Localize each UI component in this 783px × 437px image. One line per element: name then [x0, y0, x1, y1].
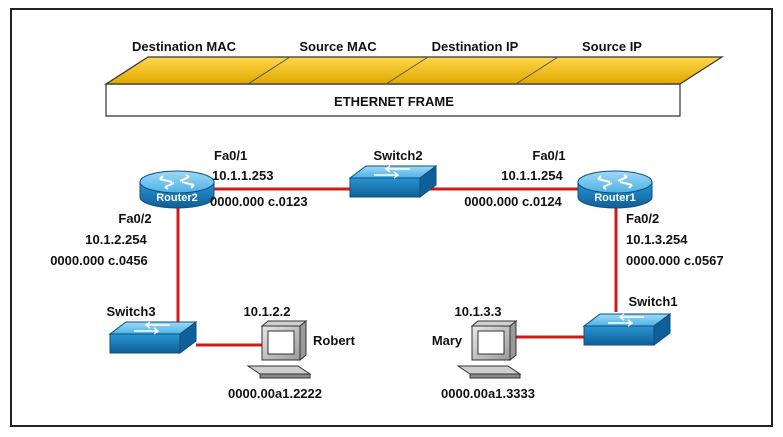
frame-field-source-mac: Source MAC	[299, 39, 377, 54]
router2-fa01-mac: 0000.000 c.0123	[210, 194, 308, 209]
router1[interactable]: Router1	[577, 170, 653, 209]
switch1-label: Switch1	[628, 294, 677, 309]
robert-mac: 0000.00a1.2222	[228, 386, 322, 401]
switch2[interactable]: Switch2	[348, 148, 438, 198]
router-icon	[159, 174, 195, 190]
router1-fa02-ip: 10.1.3.254	[626, 232, 688, 247]
router2-fa02-iface: Fa0/2	[118, 211, 151, 226]
router1-fa02-iface: Fa0/2	[626, 211, 659, 226]
router2-fa01-ip: 10.1.1.253	[212, 168, 273, 183]
robert-ip: 10.1.2.2	[244, 304, 291, 319]
router1-fa01-mac: 0000.000 c.0124	[464, 194, 562, 209]
router2-label: Router2	[156, 192, 198, 204]
host-mary[interactable]: 10.1.3.3 Mary 0000.00a1.3333	[432, 304, 535, 401]
router2-fa02-mac: 0000.000 c.0456	[50, 253, 148, 268]
frame-divider	[247, 56, 291, 85]
frame-divider	[385, 56, 429, 85]
router-icon	[597, 174, 633, 190]
switch1[interactable]: Switch1	[582, 294, 678, 346]
frame-divider	[515, 56, 559, 85]
switch2-label: Switch2	[373, 148, 422, 163]
mary-ip: 10.1.3.3	[455, 304, 502, 319]
switch-icon	[134, 321, 170, 335]
switch3-label: Switch3	[106, 304, 155, 319]
router1-fa02-mac: 0000.000 c.0567	[626, 253, 724, 268]
computer-icon	[246, 319, 312, 379]
frame-title: ETHERNET FRAME	[334, 94, 454, 109]
router1-fa01-ip: 10.1.1.254	[501, 168, 563, 183]
router1-fa01-iface: Fa0/1	[532, 148, 565, 163]
mary-mac: 0000.00a1.3333	[441, 386, 535, 401]
switch-icon	[608, 313, 644, 327]
switch3[interactable]: Switch3	[106, 304, 198, 354]
mary-name: Mary	[432, 333, 463, 348]
router1-label: Router1	[594, 192, 636, 204]
ethernet-frame: Destination MAC Source MAC Destination I…	[103, 39, 725, 117]
host-robert[interactable]: 10.1.2.2 Robert 0000.00a1.2222	[228, 304, 356, 401]
frame-field-source-ip: Source IP	[582, 39, 642, 54]
frame-field-destination-ip: Destination IP	[432, 39, 519, 54]
switch-icon	[374, 165, 410, 179]
frame-field-destination-mac: Destination MAC	[132, 39, 237, 54]
router2[interactable]: Router2	[139, 170, 215, 209]
frame-top	[103, 56, 725, 85]
router2-fa02-ip: 10.1.2.254	[85, 232, 147, 247]
computer-icon	[456, 319, 522, 379]
robert-name: Robert	[313, 333, 356, 348]
router2-fa01-iface: Fa0/1	[214, 148, 247, 163]
links	[176, 187, 618, 347]
